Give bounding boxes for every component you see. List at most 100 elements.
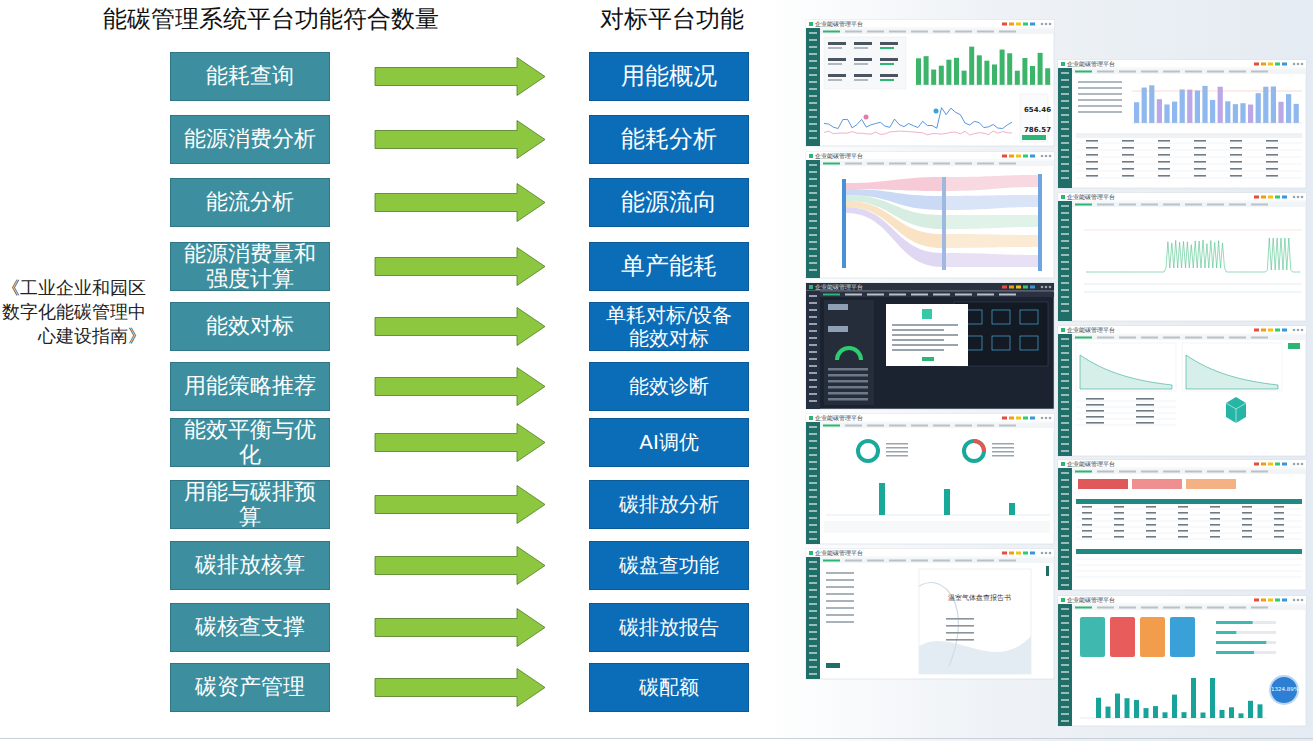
screenshot-part xyxy=(809,659,817,661)
screenshot-part xyxy=(886,451,908,453)
screenshot-part xyxy=(1136,416,1154,418)
screenshot-part xyxy=(1194,147,1206,149)
screenshot-part xyxy=(809,447,817,449)
screenshot-part xyxy=(1075,337,1092,339)
screenshot-part xyxy=(809,123,817,125)
screenshot-part xyxy=(1061,359,1069,361)
screenshot-part xyxy=(1061,121,1069,123)
screenshot-part xyxy=(837,348,861,360)
screenshot-part xyxy=(1297,196,1300,199)
screenshot-part xyxy=(892,324,958,326)
screenshot-part xyxy=(1158,147,1170,149)
screenshot-part xyxy=(1084,230,1302,231)
screenshot-part xyxy=(1082,512,1092,514)
screenshot-part xyxy=(1172,102,1177,123)
screenshot-part xyxy=(1058,60,1306,188)
box-text: 碳盘查功能 xyxy=(619,554,719,576)
screenshot-part xyxy=(962,71,967,85)
box-text: 单耗对标/设备能效对标 xyxy=(600,304,738,349)
screenshot-part xyxy=(1061,149,1069,151)
screenshot-part xyxy=(1172,695,1177,718)
platform-function-box: 用能概况 xyxy=(589,52,749,101)
screenshot-part xyxy=(1061,170,1069,172)
screenshot-part xyxy=(1061,205,1069,207)
screenshot-part xyxy=(1002,417,1007,420)
screenshot-part xyxy=(1297,329,1300,332)
screenshot-part xyxy=(1016,23,1021,26)
screenshot-part xyxy=(1136,410,1154,412)
screenshot-part xyxy=(1202,86,1207,123)
screenshot-part xyxy=(1140,617,1165,657)
screenshot-part xyxy=(1076,565,1302,566)
screenshot-part xyxy=(1218,87,1223,123)
screenshot-part xyxy=(1136,404,1154,406)
screenshot-part xyxy=(1301,63,1304,66)
screenshot-part xyxy=(1136,398,1154,400)
screenshot-part xyxy=(1086,147,1098,149)
screenshot-part xyxy=(1146,536,1156,538)
screenshot-part xyxy=(826,663,840,668)
screenshot-part xyxy=(946,234,1038,248)
screenshot-part xyxy=(1163,607,1180,609)
box-text: 碳排放核算 xyxy=(195,553,305,578)
screenshot-part xyxy=(1061,310,1069,312)
screenshot-part xyxy=(1061,436,1069,438)
screenshot-part xyxy=(1075,607,1092,609)
screenshot-header: 企业能碳管理平台 xyxy=(815,550,863,557)
screenshot-part xyxy=(809,393,817,395)
screenshot-part xyxy=(1097,204,1114,206)
screenshot-part xyxy=(1061,422,1069,424)
screenshot-part xyxy=(820,423,1054,428)
screenshot-part xyxy=(1046,566,1049,576)
screenshot-part xyxy=(1086,422,1104,424)
screenshot-part xyxy=(1242,524,1252,526)
screenshot-part xyxy=(824,108,1012,129)
screenshot-part xyxy=(1114,536,1124,538)
screenshot-part xyxy=(1146,518,1156,520)
screenshot-part xyxy=(1207,471,1224,473)
screenshot-part xyxy=(1248,701,1253,718)
screenshot-part xyxy=(1058,460,1306,590)
screenshot-part xyxy=(886,443,908,445)
screenshot-part xyxy=(824,131,1012,135)
screenshot-part xyxy=(809,631,817,633)
screenshot-part xyxy=(1293,463,1296,466)
screenshot-part xyxy=(809,248,817,250)
screenshot-part xyxy=(1061,671,1069,673)
screenshot-part xyxy=(1045,23,1048,26)
screenshot-part xyxy=(809,379,817,381)
box-text: 能源消费量和强度计算 xyxy=(179,242,321,291)
screenshot-part xyxy=(1084,284,1302,285)
screenshot-part xyxy=(1076,178,1302,179)
screenshot-part xyxy=(809,531,817,533)
screenshot-part xyxy=(1210,518,1220,520)
screenshot-part xyxy=(806,549,1054,679)
screenshot-part xyxy=(1058,596,1306,726)
flow-arrow xyxy=(375,424,545,462)
screenshot-part xyxy=(946,632,974,634)
screenshot-part xyxy=(826,572,854,574)
screenshot-part xyxy=(1016,155,1021,158)
screenshot-part xyxy=(809,440,817,442)
screenshot-part xyxy=(824,37,906,89)
screenshot-part xyxy=(1061,128,1069,130)
screenshot-part xyxy=(1230,140,1242,142)
screenshot-part xyxy=(809,372,817,374)
screenshot-part xyxy=(1080,355,1172,389)
screenshot-part xyxy=(1186,355,1278,389)
screenshot-part xyxy=(1072,469,1306,474)
screenshot-part xyxy=(933,425,950,427)
screenshot-part xyxy=(1041,155,1044,158)
screenshot-part xyxy=(892,344,958,346)
screenshot-part xyxy=(828,398,868,401)
screenshot-part xyxy=(1061,713,1069,715)
screenshot-part xyxy=(1076,133,1302,138)
screenshot-part xyxy=(1061,79,1069,81)
screenshot-part xyxy=(809,475,817,477)
screenshot-part xyxy=(846,207,942,267)
report-title: 温室气体盘查报告书 xyxy=(948,594,1011,603)
screenshot xyxy=(806,20,1054,146)
screenshot-part xyxy=(806,291,820,409)
screenshot-part xyxy=(1061,556,1069,558)
screenshot-part xyxy=(955,163,972,165)
